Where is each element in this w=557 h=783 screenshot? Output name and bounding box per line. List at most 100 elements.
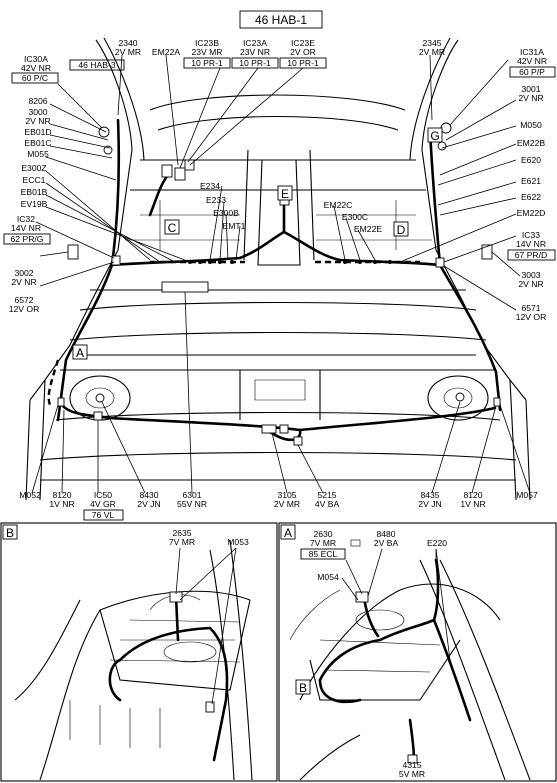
main-labels: 2340 2V MR EM22A IC23B 23V MR 10 PR-1 IC…: [3, 38, 556, 521]
label-ic50-ref: 76 VL: [92, 510, 115, 520]
view-marker-d: D: [397, 223, 406, 237]
label-ic23a-id: IC23A: [243, 38, 267, 48]
detail-panel-b: B 2635 7V MR M053: [0, 522, 278, 782]
label-8120-left-spec: 1V NR: [49, 499, 74, 509]
panel-a-label-2630-ref: 85 ECL: [309, 549, 338, 559]
panel-a-label-2630-spec: 7V MR: [310, 538, 336, 548]
label-e300z: E300Z: [21, 163, 46, 173]
panel-b-letter: B: [6, 526, 14, 540]
view-marker-e: E: [281, 187, 289, 201]
label-eb01d: EB01D: [24, 127, 51, 137]
label-eb01c: EB01C: [24, 138, 51, 148]
label-8120-right-spec: 1V NR: [460, 499, 485, 509]
label-e300c: E300C: [342, 212, 368, 222]
label-6301-id: 6301: [182, 490, 201, 500]
label-6301-spec: 55V NR: [177, 499, 207, 509]
view-marker-g: G: [430, 129, 439, 143]
title-box: [239, 10, 323, 29]
label-6571-id: 6571: [521, 303, 540, 313]
label-emt1: EMT1: [223, 221, 246, 231]
label-3002-id: 3002: [14, 268, 33, 278]
panel-a-label-m054: M054: [317, 572, 339, 582]
label-ecc1: ECC1: [23, 175, 46, 185]
label-3105-id: 3105: [277, 490, 296, 500]
leader-lines: [31, 54, 531, 494]
label-5215-id: 5215: [317, 490, 336, 500]
panel-a-inner-marker: B: [299, 681, 307, 695]
label-8435-spec: 2V JN: [418, 499, 441, 509]
label-6571-spec: 12V OR: [516, 312, 547, 322]
label-e234: E234: [200, 181, 220, 191]
detail-panel-a: A B 2630 7V MR 85 ECL 8480 2V BA E220 M0…: [278, 522, 557, 782]
label-3000-spec: 2V NR: [25, 116, 50, 126]
label-e620: E620: [521, 155, 541, 165]
label-ev19b: EV19B: [21, 199, 48, 209]
label-ic31a-spec: 42V NR: [517, 56, 547, 66]
label-ic32-id: IC32: [17, 214, 35, 224]
label-ic23b-id: IC23B: [195, 38, 219, 48]
label-5215-spec: 4V BA: [315, 499, 340, 509]
label-ic31a-id: IC31A: [520, 47, 544, 57]
panel-b-label-2635-spec: 7V MR: [169, 537, 195, 547]
label-m052: M052: [19, 490, 41, 500]
panel-b-label-m053: M053: [227, 537, 249, 547]
label-ic23b-spec: 23V MR: [191, 47, 222, 57]
label-e300b: E300B: [213, 208, 239, 218]
view-marker-c: C: [168, 221, 177, 235]
label-m050: M050: [520, 120, 542, 130]
label-ic31a-ref: 60 P/P: [519, 67, 545, 77]
panel-a-label-8480-spec: 2V BA: [374, 538, 399, 548]
label-3001-spec: 2V NR: [518, 93, 543, 103]
panel-a-label-2630-id: 2630: [313, 529, 332, 539]
sub-ref-box: [69, 59, 125, 71]
label-3001-id: 3001: [521, 84, 540, 94]
label-3002-spec: 2V NR: [11, 277, 36, 287]
label-2340-spec: 2V MR: [115, 47, 141, 57]
label-em22c: EM22C: [324, 200, 353, 210]
label-ic33-id: IC33: [522, 230, 540, 240]
panel-a-label-e220: E220: [427, 538, 447, 548]
label-8430-spec: 2V JN: [137, 499, 160, 509]
label-ic23e-spec: 2V OR: [290, 47, 316, 57]
view-markers: C E D G A: [72, 127, 443, 360]
panel-a-label-4315-id: 4315: [402, 760, 421, 770]
panel-a-label-4315-spec: 5V MR: [399, 769, 425, 779]
label-ic23a-ref: 10 PR-1: [239, 58, 271, 68]
label-2345-id: 2345: [422, 38, 441, 48]
label-em22e: EM22E: [354, 224, 382, 234]
label-ic50-spec: 4V GR: [90, 499, 116, 509]
label-3003-spec: 2V NR: [518, 279, 543, 289]
label-e621: E621: [521, 176, 541, 186]
label-8435-id: 8435: [420, 490, 439, 500]
label-m057: M057: [516, 490, 538, 500]
label-3105-spec: 2V MR: [274, 499, 300, 509]
label-ic32-spec: 14V NR: [11, 223, 41, 233]
sub-ref-label: 46 HAB-3: [78, 60, 115, 70]
vehicle-body: [25, 37, 531, 501]
panel-b-label-2635-id: 2635: [172, 528, 191, 538]
label-ic50-id: IC50: [94, 490, 112, 500]
label-e622: E622: [521, 192, 541, 202]
label-ic23e-ref: 10 PR-1: [287, 58, 319, 68]
label-2340-id: 2340: [118, 38, 137, 48]
label-ic23e-id: IC23E: [291, 38, 315, 48]
label-6572-spec: 12V OR: [9, 304, 40, 314]
label-ic32-ref: 62 PR/G: [11, 234, 44, 244]
label-ic30a-ref: 60 P/C: [22, 73, 48, 83]
label-ic33-spec: 14V NR: [516, 239, 546, 249]
panel-a-label-8480-id: 8480: [376, 529, 395, 539]
label-ic33-ref: 67 PR/D: [515, 250, 547, 260]
label-8430-id: 8430: [139, 490, 158, 500]
label-m055: M055: [27, 149, 49, 159]
label-3003-id: 3003: [521, 270, 540, 280]
label-8206: 8206: [28, 96, 47, 106]
main-harness: [47, 118, 502, 442]
label-ic30a-id: IC30A: [24, 54, 48, 64]
label-6572-id: 6572: [14, 295, 33, 305]
label-8120-left-id: 8120: [52, 490, 71, 500]
label-e233: E233: [206, 195, 226, 205]
label-em22d: EM22D: [517, 208, 546, 218]
label-em22a: EM22A: [152, 47, 180, 57]
label-ic23a-spec: 23V NR: [240, 47, 270, 57]
